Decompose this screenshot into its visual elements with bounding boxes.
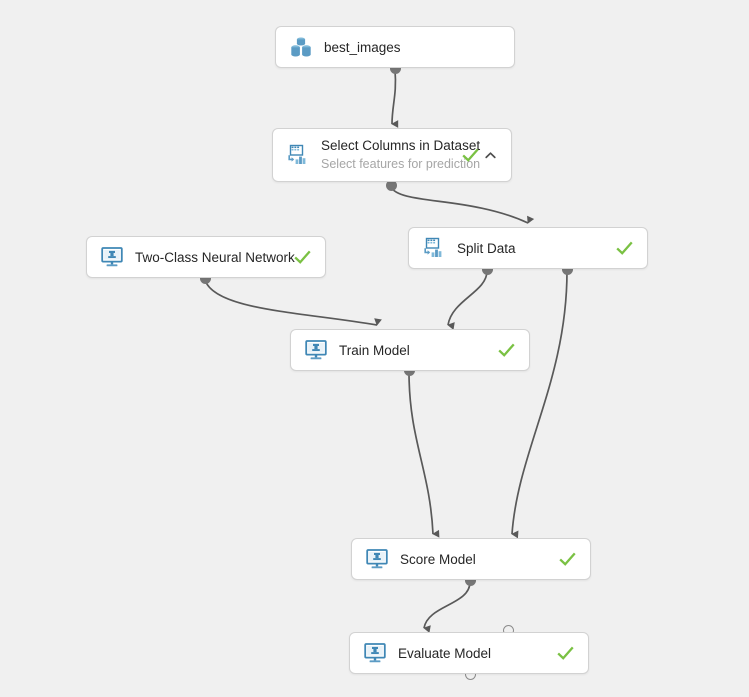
node-port-output[interactable] bbox=[385, 179, 397, 191]
connection-edge[interactable] bbox=[408, 371, 440, 538]
module-title: Select Columns in Dataset bbox=[321, 138, 481, 153]
node-port-output[interactable] bbox=[464, 574, 476, 586]
connection-edge[interactable] bbox=[511, 270, 568, 539]
module-node-evaluate-model[interactable]: Evaluate Model bbox=[349, 632, 589, 674]
node-port-output[interactable] bbox=[199, 272, 211, 284]
module-labels: Evaluate Model bbox=[398, 645, 549, 662]
check-icon bbox=[557, 645, 574, 662]
model-monitor-icon bbox=[364, 546, 390, 572]
model-monitor-icon bbox=[303, 337, 329, 363]
connection-edge[interactable] bbox=[391, 69, 399, 128]
model-monitor-icon bbox=[99, 244, 125, 270]
check-icon bbox=[294, 249, 311, 266]
check-icon bbox=[616, 240, 633, 257]
node-port-output[interactable] bbox=[561, 263, 573, 275]
split-data-icon bbox=[421, 235, 447, 261]
module-title: Split Data bbox=[457, 240, 516, 256]
module-status bbox=[557, 645, 574, 662]
module-labels: Split Data bbox=[457, 240, 608, 257]
module-title: Score Model bbox=[400, 551, 476, 567]
module-title: Evaluate Model bbox=[398, 645, 492, 661]
module-labels: Score Model bbox=[400, 551, 551, 568]
module-labels: Two-Class Neural Network bbox=[135, 249, 295, 266]
module-status bbox=[462, 147, 497, 164]
module-title: best_images bbox=[324, 39, 401, 55]
module-node-two-class-neural-network[interactable]: Two-Class Neural Network bbox=[86, 236, 326, 278]
module-node-split-data[interactable]: Split Data bbox=[408, 227, 648, 269]
connection-edge[interactable] bbox=[447, 270, 488, 330]
chevron-up-icon[interactable] bbox=[484, 149, 497, 162]
check-icon bbox=[559, 551, 576, 568]
module-status bbox=[294, 249, 311, 266]
module-status bbox=[616, 240, 633, 257]
module-node-best-images[interactable]: best_images bbox=[275, 26, 515, 68]
dataset-cylinders-icon bbox=[288, 34, 314, 60]
module-title: Two-Class Neural Network bbox=[135, 249, 295, 265]
module-labels: best_images bbox=[324, 39, 492, 56]
connection-edge[interactable] bbox=[390, 186, 535, 224]
module-status bbox=[559, 551, 576, 568]
module-node-train-model[interactable]: Train Model bbox=[290, 329, 530, 371]
model-monitor-icon bbox=[362, 640, 388, 666]
module-title: Train Model bbox=[339, 342, 410, 358]
check-icon bbox=[462, 147, 479, 164]
connection-edge[interactable] bbox=[204, 279, 382, 326]
module-node-score-model[interactable]: Score Model bbox=[351, 538, 591, 580]
check-icon bbox=[498, 342, 515, 359]
module-labels: Train Model bbox=[339, 342, 490, 359]
module-status bbox=[498, 342, 515, 359]
node-port-output[interactable] bbox=[481, 263, 493, 275]
connection-edge[interactable] bbox=[423, 581, 471, 633]
module-subtitle: Select features for prediction bbox=[321, 157, 481, 171]
select-columns-icon bbox=[285, 142, 311, 168]
node-port-output[interactable] bbox=[389, 62, 401, 74]
